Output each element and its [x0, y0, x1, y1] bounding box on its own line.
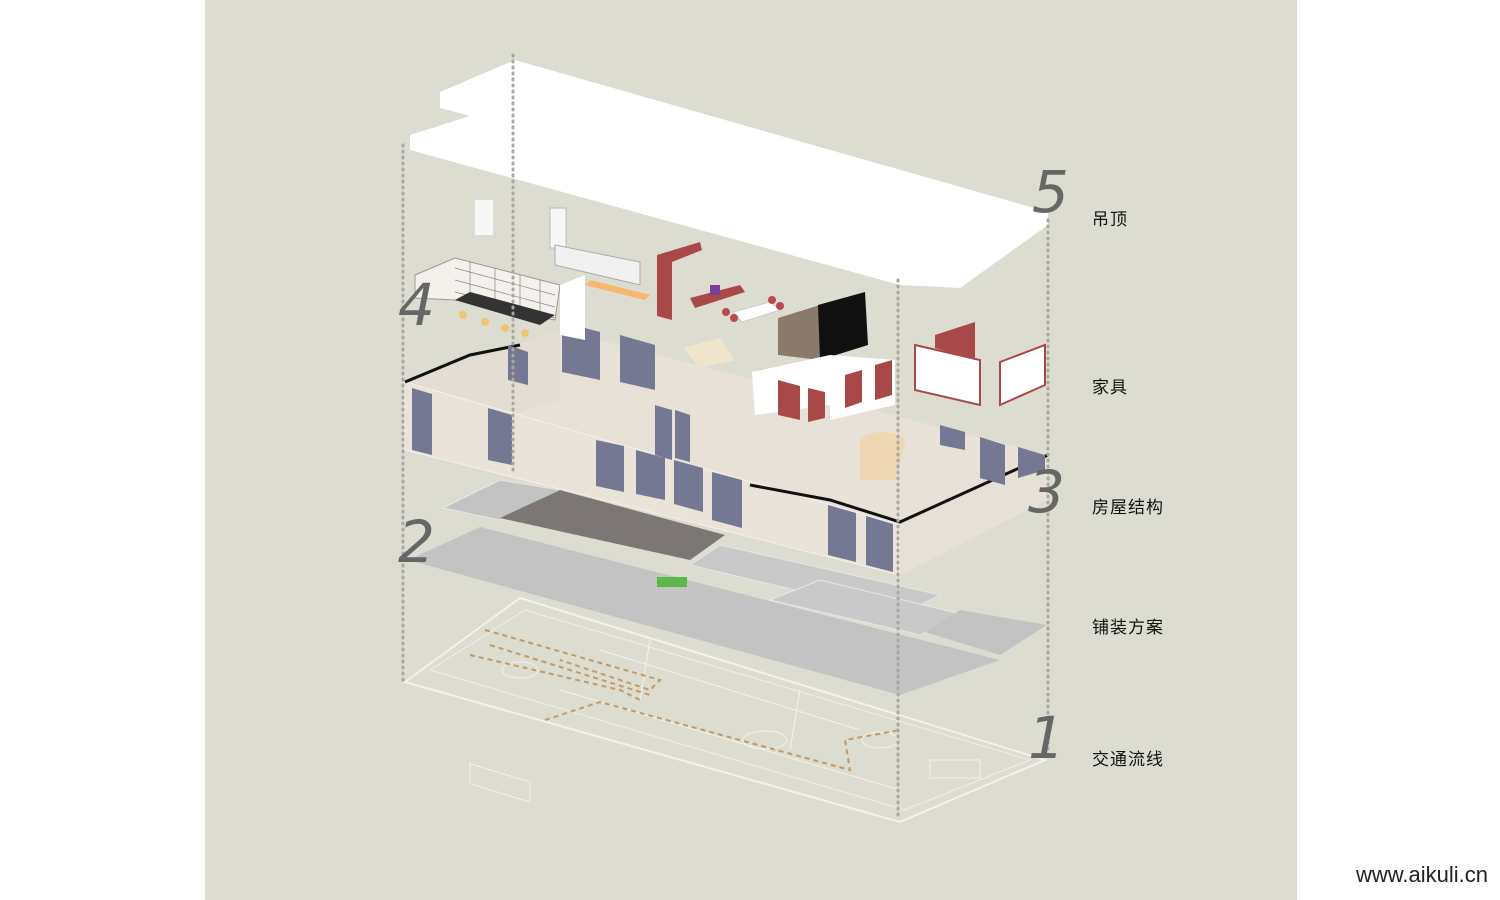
- wood-screen: [778, 305, 820, 360]
- black-cabinet: [818, 292, 868, 360]
- curved-stair: [860, 431, 906, 480]
- layer-number-2: 2: [398, 508, 435, 576]
- paving-room-3: [925, 610, 1047, 655]
- pod-back: [935, 322, 975, 360]
- workstations: [554, 244, 641, 286]
- layer-label-circulation: 交通流线: [1092, 750, 1164, 770]
- paving-dark-area: [500, 490, 725, 560]
- meeting-table: [732, 301, 782, 323]
- bar-stools: [459, 311, 529, 337]
- tall-cabinet: [549, 207, 567, 249]
- plan-outline: [402, 596, 1048, 824]
- reception-desk: [585, 280, 650, 300]
- window-panels: [412, 322, 1045, 572]
- bar-counter: [455, 292, 555, 325]
- layer-structure: [404, 322, 1049, 576]
- wall-line: [404, 343, 521, 384]
- lounge-sofa: [683, 338, 735, 368]
- meeting-chairs: [722, 296, 784, 322]
- layer-number-4: 4: [398, 271, 435, 339]
- purple-chair: [710, 285, 720, 295]
- layer-label-ceiling: 吊顶: [1092, 210, 1128, 230]
- layer-furniture: [414, 200, 1046, 422]
- circulation-route: [469, 629, 901, 772]
- layer-label-furniture: 家具: [1092, 378, 1128, 398]
- layer-number-5: 5: [1032, 158, 1069, 226]
- plan-inner-outline: [428, 609, 1032, 811]
- layer-label-paving: 铺装方案: [1092, 618, 1164, 638]
- watermark: www.aikuli.cn: [1355, 862, 1488, 887]
- layer-label-structure: 房屋结构: [1092, 498, 1164, 518]
- red-partition: [657, 242, 702, 320]
- layer-number-1: 1: [1028, 704, 1065, 772]
- layer-circulation-plan: [402, 596, 1048, 824]
- tall-cabinet: [475, 200, 493, 235]
- red-sofa: [690, 285, 745, 308]
- pod-left: [914, 343, 981, 407]
- pod-right: [999, 343, 1046, 407]
- layer-paving: [408, 479, 1047, 695]
- guide-lines: [401, 53, 1050, 822]
- layer-number-3: 3: [1028, 458, 1065, 526]
- plan-rooms: [469, 639, 981, 803]
- partition-white: [560, 275, 585, 340]
- paving-main: [408, 527, 1000, 695]
- layer-ceiling: [410, 60, 1048, 288]
- paving-green-marker: [657, 577, 687, 587]
- wall-right: [900, 455, 1048, 575]
- red-wall-stripes: [778, 360, 892, 422]
- wall-line: [749, 453, 1049, 524]
